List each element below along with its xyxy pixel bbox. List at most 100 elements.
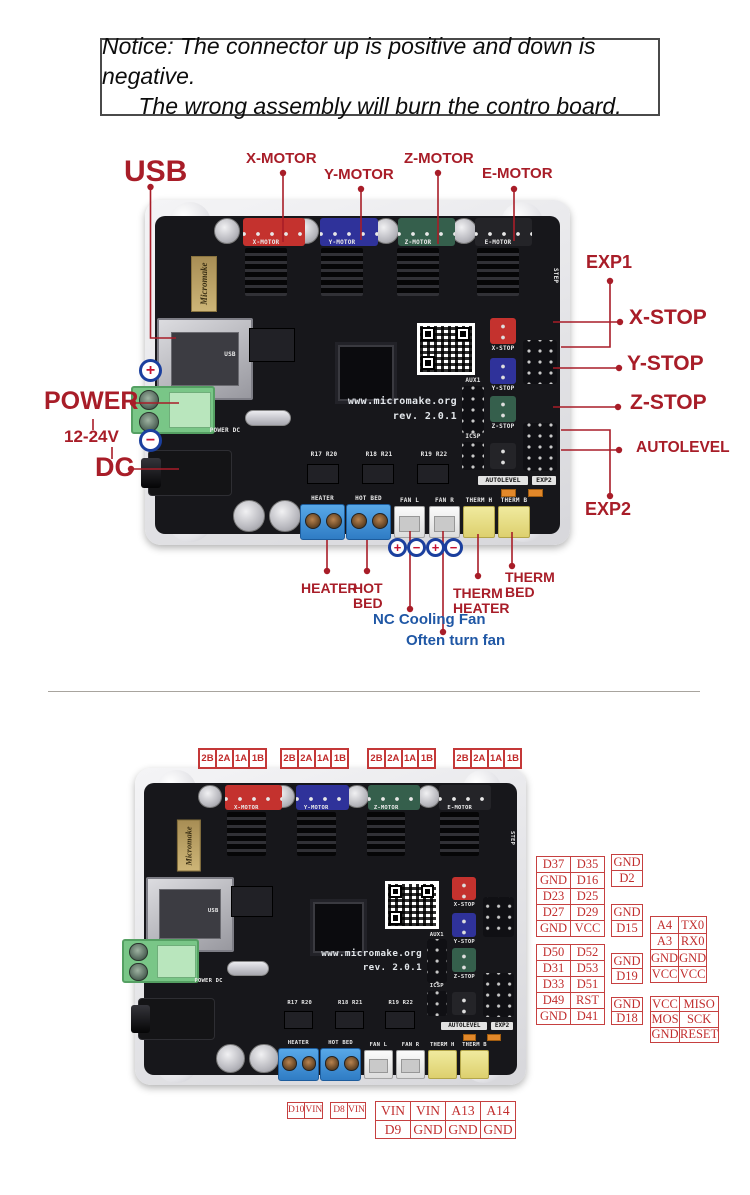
- y-stop-connector: [490, 358, 516, 384]
- usb-connector-slot: [171, 332, 239, 386]
- silk-aux1: AUX1: [465, 377, 481, 384]
- notice-line-1: Notice: The connector up is positive and…: [102, 33, 596, 90]
- pin-cell: D37: [536, 856, 571, 873]
- pin-cell: GND: [649, 949, 680, 967]
- pin-cell: GND: [678, 949, 708, 967]
- x-stop-label: X-STOP: [629, 306, 707, 329]
- autolevel-label: AUTOLEVEL: [636, 439, 730, 456]
- crystal: [227, 961, 270, 976]
- usb-pointer-line: [149, 187, 176, 339]
- pin-cell: D15: [611, 920, 643, 937]
- terminal-screw: [326, 513, 342, 529]
- exp1-label: EXP1: [586, 252, 633, 272]
- silk-usb: USB: [224, 351, 236, 358]
- y-motor-connector: [320, 218, 378, 246]
- icsp-header: [426, 990, 447, 1017]
- pin-cell: A14: [480, 1101, 516, 1121]
- pin-cell: D53: [570, 960, 605, 977]
- voltage-range-label: 12-24V: [64, 427, 119, 446]
- driver-heatsink: [227, 812, 266, 857]
- x-motor-connector: [225, 784, 283, 811]
- silk-r17-r20: R17 R20: [287, 999, 312, 1006]
- exp2-pointer-line: [561, 429, 611, 496]
- power-label: POWER: [44, 387, 139, 415]
- pin-cell: D31: [536, 960, 571, 977]
- ic-chip: [249, 328, 295, 362]
- pin-cell: VCC: [649, 965, 680, 983]
- pin-cell: MISO: [678, 995, 720, 1013]
- dc-jack-barrel: [131, 1005, 150, 1033]
- pin-cell: SCK: [678, 1011, 720, 1028]
- silk-step: STEP: [508, 830, 515, 845]
- fan-l-plus-icon: +: [388, 538, 407, 557]
- ic-chip: [334, 1010, 365, 1030]
- fan-l-slot: [368, 1058, 388, 1074]
- pin-cell: GND: [536, 872, 571, 889]
- silk-fan-r: FAN R: [401, 1042, 420, 1049]
- motor-pin-label: 1B: [503, 748, 523, 769]
- therm-bed-label: THERM BED: [505, 569, 555, 601]
- capacitor: [198, 784, 223, 809]
- capacitor: [215, 1044, 246, 1074]
- z-motor-connector: [398, 218, 455, 246]
- z-stop-connector: [490, 396, 516, 422]
- silk-exp2: EXP2: [491, 1021, 514, 1031]
- silk-r17-r20: R17 R20: [310, 451, 338, 458]
- terminal-screw: [129, 942, 148, 962]
- y-motor-connector: [296, 784, 350, 811]
- pin-cell: GND: [611, 854, 643, 871]
- pin-cell: RX0: [678, 932, 708, 950]
- often-turn-fan-label: Often turn fan: [406, 632, 506, 649]
- driver-heatsink: [440, 812, 480, 857]
- pin-cell: GND: [611, 953, 643, 969]
- silk-aux1: AUX1: [429, 931, 444, 938]
- qr-finder: [420, 884, 435, 898]
- silk-icsp: ICSP: [429, 983, 444, 990]
- silk-fan-l: FAN L: [369, 1042, 388, 1049]
- dc-label: DC: [95, 452, 134, 482]
- pin-cell: D33: [536, 976, 571, 993]
- exp1-header: [482, 896, 515, 938]
- pin-cell: A3: [649, 932, 680, 950]
- hot-bed-label: HOT BED: [353, 580, 383, 612]
- pin-cell: D25: [570, 888, 605, 905]
- silk-url: www.micromake.org: [347, 396, 457, 407]
- silk-y-motor: Y-MOTOR: [328, 239, 356, 246]
- silk-e-motor: E-MOTOR: [484, 239, 512, 246]
- dc-jack: [137, 998, 216, 1041]
- silk-step: STEP: [552, 268, 559, 284]
- silk-url: www.micromake.org: [321, 948, 423, 960]
- ic-chip: [284, 1010, 314, 1030]
- therm-b-connector: [498, 506, 530, 538]
- capacitor: [249, 1044, 279, 1074]
- ic-chip: [385, 1010, 415, 1030]
- mcu-chip: [335, 342, 397, 404]
- notice-box: Notice: The connector up is positive and…: [100, 33, 660, 119]
- fan-r-plus-icon: +: [426, 538, 445, 557]
- crystal: [245, 410, 291, 426]
- therm-h-connector: [427, 1049, 457, 1079]
- pin-cell: GND: [536, 920, 571, 937]
- capacitor: [233, 500, 265, 532]
- motor-pin-label: 2B: [280, 748, 299, 769]
- silk-z-motor: Z-MOTOR: [404, 239, 432, 246]
- silk-r18-r21: R18 R21: [337, 999, 363, 1006]
- usb-label: USB: [124, 155, 188, 188]
- pin-cell: RST: [570, 992, 605, 1009]
- notice-line-2: The wrong assembly will burn the contro …: [138, 92, 622, 119]
- silk-therm-h: THERM H: [465, 497, 493, 504]
- pin-cell: A13: [445, 1101, 481, 1121]
- driver-heatsink: [296, 812, 336, 857]
- driver-heatsink: [321, 248, 363, 296]
- pin-cell: D49: [536, 992, 571, 1009]
- pin-cell: D27: [536, 904, 571, 921]
- mcu-chip: [309, 898, 367, 956]
